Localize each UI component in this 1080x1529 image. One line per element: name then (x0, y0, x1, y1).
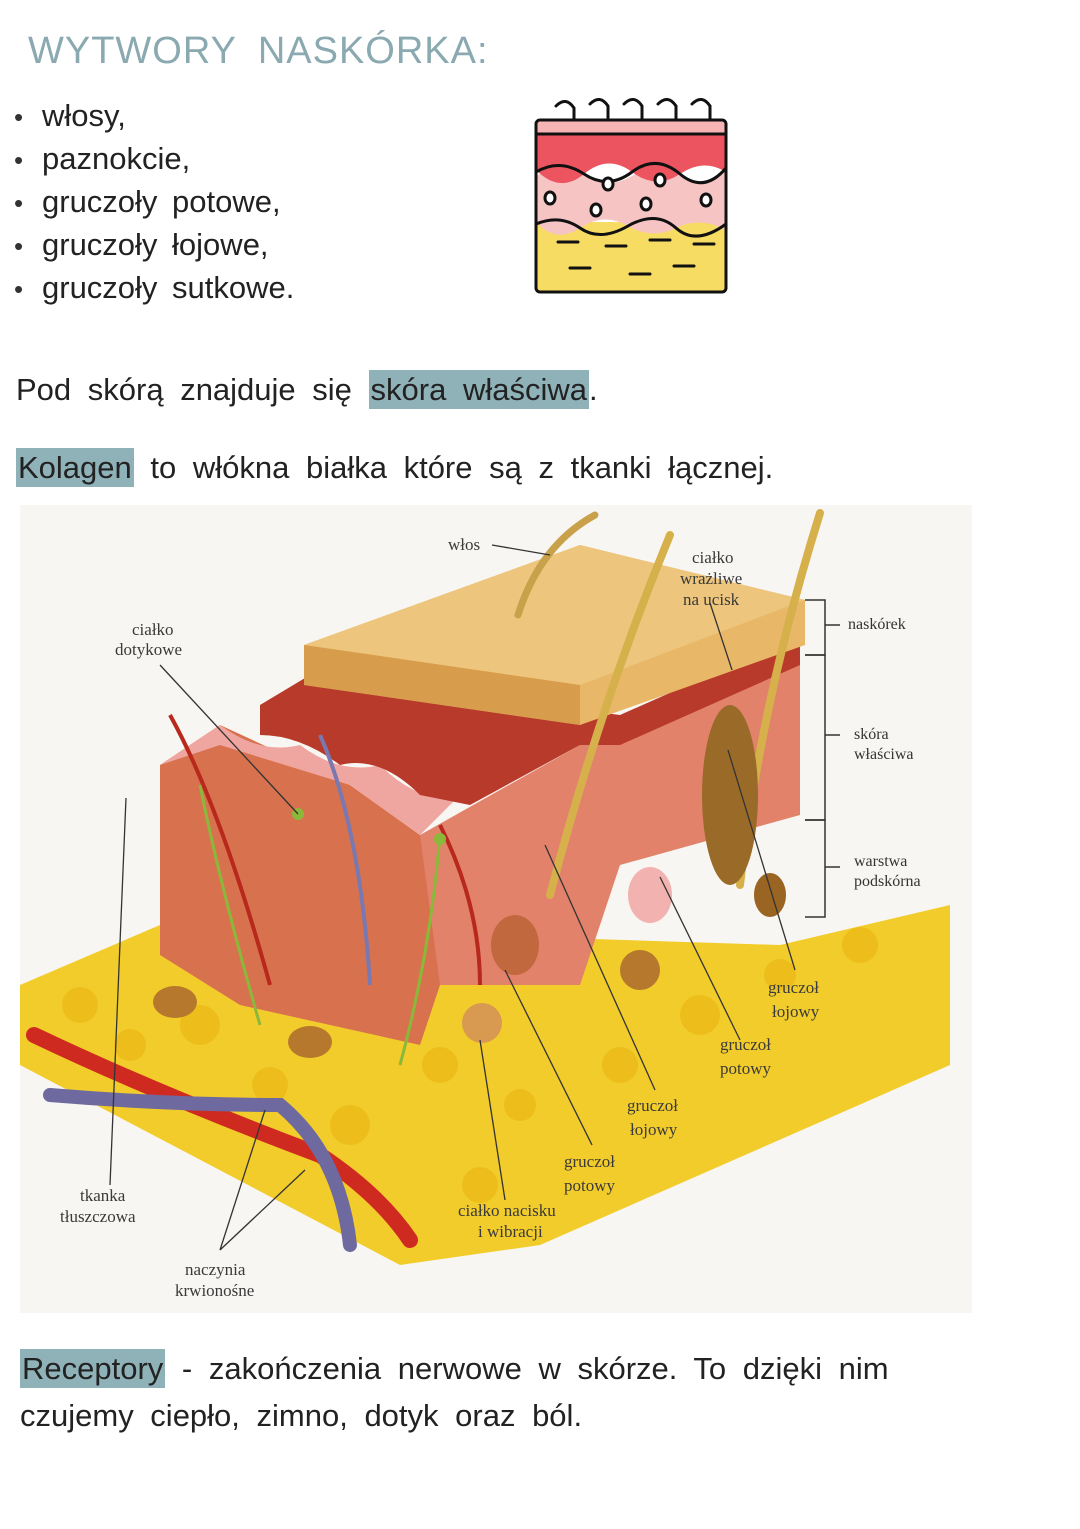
label-dermis-1: skóra (854, 726, 889, 743)
label-sebaceous-gland-center-2: łojowy (630, 1120, 678, 1139)
label-pressure-corpuscle-2: wrażliwe (680, 569, 742, 588)
skin-diagram: włos ciałko wrażliwe na ucisk ciałko dot… (20, 509, 950, 1300)
label-hypodermis-1: warstwa (854, 853, 907, 870)
list-item: •gruczoły potowe, (14, 180, 294, 223)
bullet-icon: • (14, 231, 24, 261)
label-hypodermis-2: podskórna (854, 873, 921, 890)
page-title: WYTWORY NASKÓRKA: (28, 30, 489, 72)
bullet-icon: • (14, 145, 24, 175)
label-sebaceous-gland-right-2: łojowy (772, 1002, 820, 1021)
list-item: •gruczoły sutkowe. (14, 266, 294, 309)
epidermis-products-list: •włosy, •paznokcie, •gruczoły potowe, •g… (14, 94, 294, 309)
label-sweat-gland-right-2: potowy (720, 1059, 772, 1078)
receptors-line-2: czujemy ciepło, zimno, dotyk oraz ból. (20, 1398, 583, 1433)
list-item: •włosy, (14, 94, 294, 137)
label-sweat-gland-center-1: gruczoł (564, 1152, 615, 1171)
label-blood-vessels-2: krwionośne (175, 1281, 254, 1300)
label-pressure-corpuscle-3: na ucisk (683, 590, 740, 609)
receptors-line-1: Receptory - zakończenia nerwowe w skórze… (20, 1349, 889, 1388)
label-adipose-tissue-2: tłuszczowa (60, 1207, 136, 1226)
dermis-sentence: Pod skórą znajduje się skóra właściwa. (16, 370, 598, 409)
label-sweat-gland-right-1: gruczoł (720, 1035, 771, 1054)
label-tactile-corpuscle-1: ciałko (132, 620, 174, 639)
label-epidermis: naskórek (848, 616, 906, 633)
label-sweat-gland-center-2: potowy (564, 1176, 616, 1195)
highlighted-term: Kolagen (16, 448, 134, 487)
receptors-paragraph: Receptory - zakończenia nerwowe w skórze… (20, 1345, 1020, 1439)
label-pressure-corpuscle-1: ciałko (692, 548, 734, 567)
label-hair: włos (448, 535, 480, 554)
highlighted-term: skóra właściwa (368, 370, 589, 409)
label-tactile-corpuscle-2: dotykowe (115, 640, 182, 659)
label-sebaceous-gland-center-1: gruczoł (627, 1096, 678, 1115)
collagen-sentence: Kolagen to włókna białka które są z tkan… (16, 448, 774, 487)
label-dermis-2: właściwa (854, 746, 914, 763)
label-adipose-tissue-1: tkanka (80, 1186, 126, 1205)
skin-layers-icon (534, 98, 728, 294)
bullet-icon: • (14, 274, 24, 304)
label-blood-vessels-1: naczynia (185, 1260, 246, 1279)
list-item: •paznokcie, (14, 137, 294, 180)
bullet-icon: • (14, 188, 24, 218)
label-sebaceous-gland-right-1: gruczoł (768, 978, 819, 997)
list-item: •gruczoły łojowe, (14, 223, 294, 266)
label-pacinian-corpuscle-1: ciałko nacisku (458, 1201, 556, 1220)
label-pacinian-corpuscle-2: i wibracji (478, 1222, 543, 1241)
skin-cross-section-figure: włos ciałko wrażliwe na ucisk ciałko dot… (20, 505, 972, 1313)
bullet-icon: • (14, 102, 24, 132)
highlighted-term: Receptory (20, 1349, 166, 1388)
